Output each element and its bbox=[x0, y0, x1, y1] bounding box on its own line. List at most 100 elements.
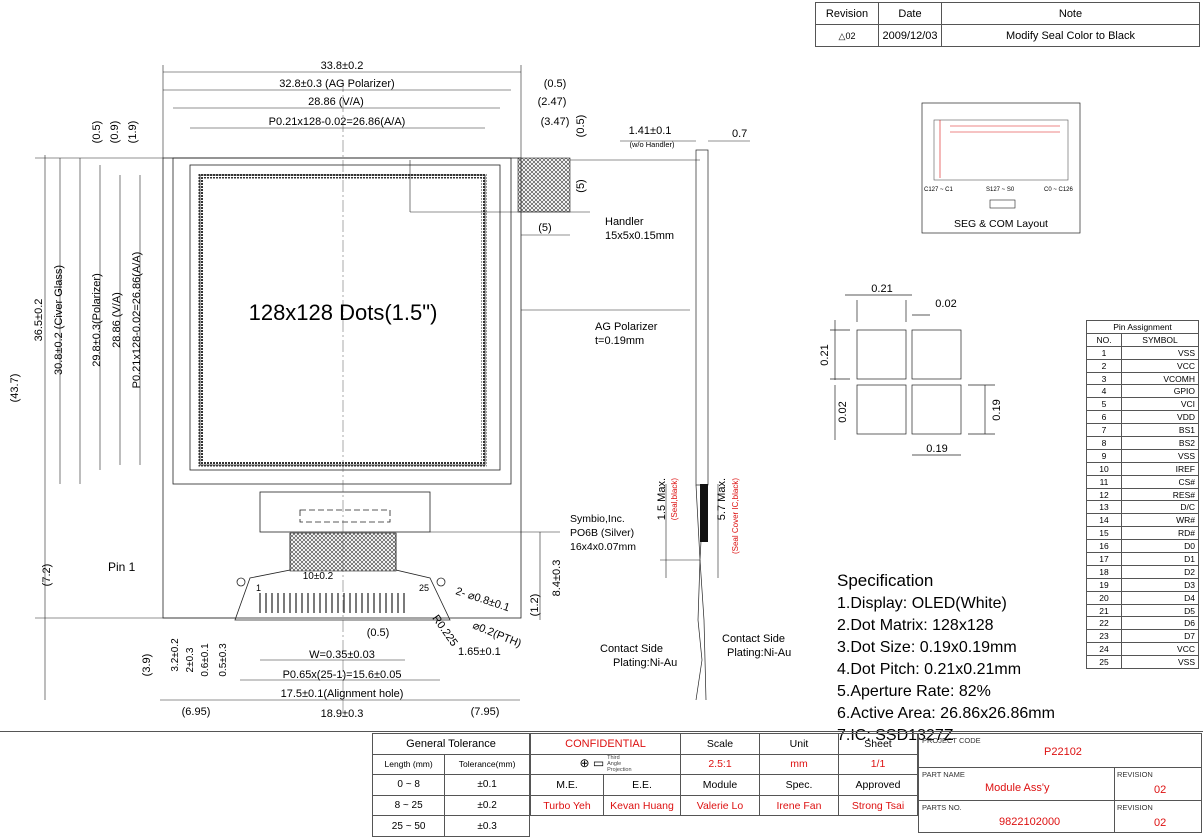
pin-number: 6 bbox=[1086, 410, 1122, 425]
rev-header-date: Date bbox=[878, 2, 942, 25]
dim-fpc-39: (3.9) bbox=[141, 654, 153, 677]
px-021-left: 0.21 bbox=[819, 344, 831, 365]
unit-value: mm bbox=[759, 753, 839, 776]
pin-number: 23 bbox=[1086, 629, 1122, 644]
projection-line: Third bbox=[607, 755, 620, 762]
pin-symbol: BS2 bbox=[1121, 436, 1199, 450]
spec-title: Specification bbox=[837, 571, 933, 590]
pin-number: 7 bbox=[1086, 423, 1122, 438]
projection-line: Projection bbox=[607, 767, 632, 774]
pin-number: 11 bbox=[1086, 474, 1122, 489]
px-019-bottom: 0.19 bbox=[926, 443, 947, 455]
name-spec: Irene Fan bbox=[759, 794, 839, 817]
pin-symbol: D/C bbox=[1121, 500, 1199, 515]
dim-left-09: (0.9) bbox=[109, 121, 121, 144]
dim-polarizer-height: 29.8±0.3(Polarizer) bbox=[91, 273, 103, 366]
pin-symbol: IREF bbox=[1121, 461, 1199, 476]
pin-symbol: VCC bbox=[1121, 642, 1199, 657]
tol-range: 25 ~ 50 bbox=[371, 815, 446, 837]
pin-symbol: VCC bbox=[1121, 358, 1199, 373]
dim-seal-height: 1.5 Max. bbox=[656, 478, 668, 520]
dim-align-hole: 17.5±0.1(Alignment hole) bbox=[281, 688, 404, 700]
pin-symbol: VSS bbox=[1121, 345, 1199, 360]
pin-number: 24 bbox=[1086, 642, 1122, 657]
dim-aa-width: P0.21x128-0.02=26.86(A/A) bbox=[269, 116, 406, 128]
dim-total-height: (43.7) bbox=[9, 374, 21, 403]
pin-header-symbol: SYMBOL bbox=[1121, 332, 1199, 347]
projection-icon: ⊕ ▭ bbox=[579, 756, 605, 771]
dim-va-width: 28.86 (V/A) bbox=[308, 96, 364, 108]
dim-tail-795: (7.95) bbox=[471, 706, 500, 718]
role-spec: Spec. bbox=[759, 774, 839, 796]
dimension-lines bbox=[35, 65, 700, 701]
rev-date: 2009/12/03 bbox=[878, 24, 942, 47]
dim-2: 2±0.3 bbox=[185, 647, 196, 672]
project-block: PROJECT CODE P22102 PART NAME Module Ass… bbox=[918, 733, 1202, 833]
seg-c1: C127 ~ C1 bbox=[924, 187, 954, 193]
pin-symbol: VSS bbox=[1121, 448, 1199, 463]
dim-handler-5a: (5) bbox=[538, 222, 551, 234]
seg-s: S127 ~ S0 bbox=[986, 187, 1015, 193]
pin-symbol: D7 bbox=[1121, 629, 1199, 644]
px-002-left: 0.02 bbox=[837, 401, 849, 422]
pin-symbol: D2 bbox=[1121, 564, 1199, 579]
sheet-label: Sheet bbox=[838, 733, 918, 755]
name-ee: Kevan Huang bbox=[603, 794, 681, 817]
pin-number: 25 bbox=[1086, 655, 1122, 670]
ag-thickness-label: t=0.19mm bbox=[595, 335, 644, 347]
pin-symbol: D4 bbox=[1121, 590, 1199, 605]
tol-range: 0 ~ 8 bbox=[371, 774, 446, 796]
dim-pin-pitch: P0.65x(25-1)=15.6±0.05 bbox=[283, 669, 402, 681]
name-me: Turbo Yeh bbox=[530, 794, 604, 817]
active-area bbox=[198, 173, 487, 467]
contact-left-1: Contact Side bbox=[600, 643, 663, 655]
dim-aa-height: P0.21x128-0.02=26.86(A/A) bbox=[131, 252, 143, 389]
project-code-label: PROJECT CODE bbox=[922, 736, 981, 745]
pin-number: 18 bbox=[1086, 564, 1122, 579]
confidential-label: CONFIDENTIAL bbox=[530, 733, 681, 755]
revision-label: REVISION bbox=[1117, 770, 1153, 779]
fpc-outline bbox=[234, 491, 451, 621]
revision-triangle-mark: △ bbox=[838, 30, 846, 41]
dim-pin-w: W=0.35±0.03 bbox=[309, 649, 375, 661]
dim-05: 0.5±0.3 bbox=[218, 643, 229, 677]
dim-left-19: (1.9) bbox=[127, 121, 139, 144]
sheet-value: 1/1 bbox=[838, 753, 918, 776]
tol-value: ±0.1 bbox=[444, 774, 530, 796]
dim-ic-note: (Seal Cover IC,black) bbox=[731, 478, 740, 554]
scale-label: Scale bbox=[680, 733, 760, 755]
title-block: CONFIDENTIAL Scale Unit Sheet ⊕ ▭ Third … bbox=[530, 733, 918, 817]
handler-label: Handler bbox=[605, 216, 644, 228]
side-view bbox=[695, 149, 709, 701]
dim-outer-width: 33.8±0.2 bbox=[321, 60, 364, 72]
rev-header-note: Note bbox=[941, 2, 1200, 25]
projection-symbol: ⊕ ▭ Third Angle Projection bbox=[530, 753, 681, 776]
pin-symbol: RD# bbox=[1121, 526, 1199, 541]
pin-number: 20 bbox=[1086, 590, 1122, 605]
dim-tail-695: (6.95) bbox=[182, 706, 211, 718]
scale-value: 2.5:1 bbox=[680, 753, 760, 776]
dim-07: 0.7 bbox=[732, 128, 747, 140]
symbio-label: Symbio,Inc. bbox=[570, 513, 625, 525]
dim-gap-05: (0.5) bbox=[544, 78, 567, 90]
spec-item-2: 2.Dot Matrix: 128x128 bbox=[837, 617, 994, 634]
pin-number: 8 bbox=[1086, 436, 1122, 450]
ag-polarizer-label: AG Polarizer bbox=[595, 321, 658, 333]
tol-value: ±0.2 bbox=[444, 794, 530, 817]
pin-symbol: RES# bbox=[1121, 487, 1199, 502]
dim-hole-08: 2- ⌀0.8±0.1 bbox=[454, 585, 511, 614]
pin-number: 12 bbox=[1086, 487, 1122, 502]
pin-symbol: D1 bbox=[1121, 552, 1199, 566]
